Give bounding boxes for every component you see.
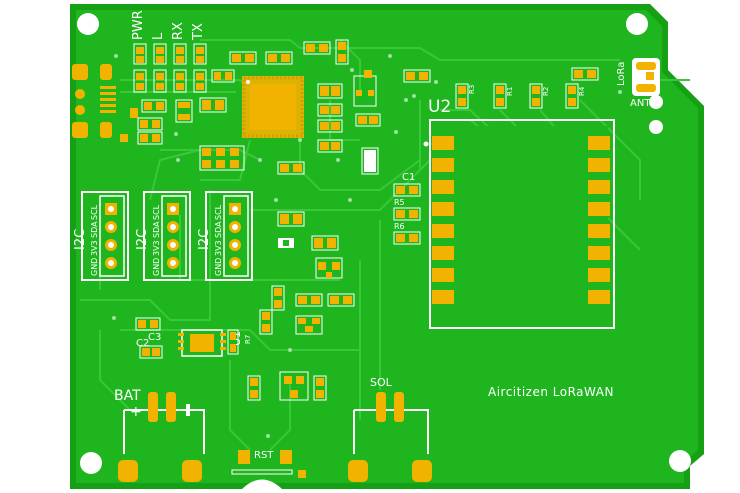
passives-mcu-below (199, 145, 339, 251)
hole-bottom-left (80, 452, 102, 474)
regulator-section (259, 257, 355, 335)
i2c-pin-3-gnd: GND (214, 258, 223, 276)
c2-label: C2 (136, 338, 149, 349)
i2c-pin-2-sda: SDA (152, 221, 161, 238)
led-label-pwr: PWR (131, 10, 146, 40)
u2-pads-right (588, 136, 610, 304)
i2c-pin-3-3v3: 3V3 (214, 240, 223, 256)
vias (112, 54, 622, 438)
c3-label: C3 (148, 332, 161, 343)
i2c-pin-1-gnd: GND (90, 258, 99, 276)
reset-button: RST (231, 450, 306, 489)
led-pads (133, 43, 207, 93)
led-label-l: L (151, 32, 166, 40)
r5-label: R5 (394, 198, 405, 207)
ant-label: ANT (630, 98, 651, 109)
u2-pads-left (432, 136, 454, 304)
i2c-connector-1: I2C SCL SDA 3V3 GND (73, 191, 129, 281)
bat-plus-label: + (130, 404, 142, 420)
i2c-connector-3: I2C SCL SDA 3V3 GND (197, 191, 253, 281)
board-title: Aircitizen LoRaWAN (488, 385, 614, 399)
r1-label: R1 (506, 87, 514, 96)
battery-connector: BAT + (114, 388, 205, 482)
r3-label: R3 (468, 85, 476, 94)
i2c-title-3: I2C (197, 229, 212, 250)
i2c-title-1: I2C (73, 229, 88, 250)
i2c-pin-3-sda: SDA (214, 221, 223, 238)
passives-u2-left: C1 R5 R6 (393, 172, 421, 245)
c1-label: C1 (402, 172, 415, 183)
mounting-holes (77, 13, 691, 474)
r6-label: R6 (394, 222, 405, 231)
hole-antenna-1 (649, 95, 663, 109)
sol-label: SOL (370, 376, 393, 389)
i2c-title-2: I2C (135, 229, 150, 250)
i2c-connector-2: I2C SCL SDA 3V3 GND (135, 191, 191, 281)
i2c-pin-1-sda: SDA (90, 221, 99, 238)
i2c-pin-1-scl: SCL (90, 204, 99, 220)
r2-label: R2 (542, 87, 550, 96)
led-label-rx: RX (171, 22, 186, 40)
hole-top-left (77, 13, 99, 35)
bat-label: BAT (114, 388, 141, 404)
passives-mcu-right (317, 69, 431, 175)
charger-section: C3 C2 U1 R7 (135, 317, 252, 359)
hole-bottom-right (669, 450, 691, 472)
i2c-pin-2-gnd: GND (152, 258, 161, 276)
hole-antenna-2 (649, 120, 663, 134)
u2-designator: U2 (428, 97, 451, 117)
lora-label: LoRa (616, 62, 627, 86)
i2c-pin-2-scl: SCL (152, 204, 161, 220)
resistors-top: R3 R1 R2 R4 (455, 83, 586, 109)
hole-top-right (626, 13, 648, 35)
i2c-pin-3-scl: SCL (214, 204, 223, 220)
usb-connector (72, 64, 138, 142)
lora-module-u2: U2 (423, 97, 615, 329)
r4-label: R4 (578, 86, 586, 96)
led-labels: PWR L RX TX (131, 10, 206, 41)
rst-label: RST (254, 450, 274, 461)
passives-left (137, 39, 349, 145)
r7-label: R7 (244, 335, 252, 344)
passives-lower (247, 371, 327, 401)
i2c-pin-2-3v3: 3V3 (152, 240, 161, 256)
led-label-tx: TX (191, 23, 206, 41)
antenna-connector: LoRa ANT (571, 58, 660, 109)
i2c-pin-1-3v3: 3V3 (90, 240, 99, 256)
solar-connector: SOL (348, 376, 432, 482)
mcu-chip (242, 76, 304, 138)
